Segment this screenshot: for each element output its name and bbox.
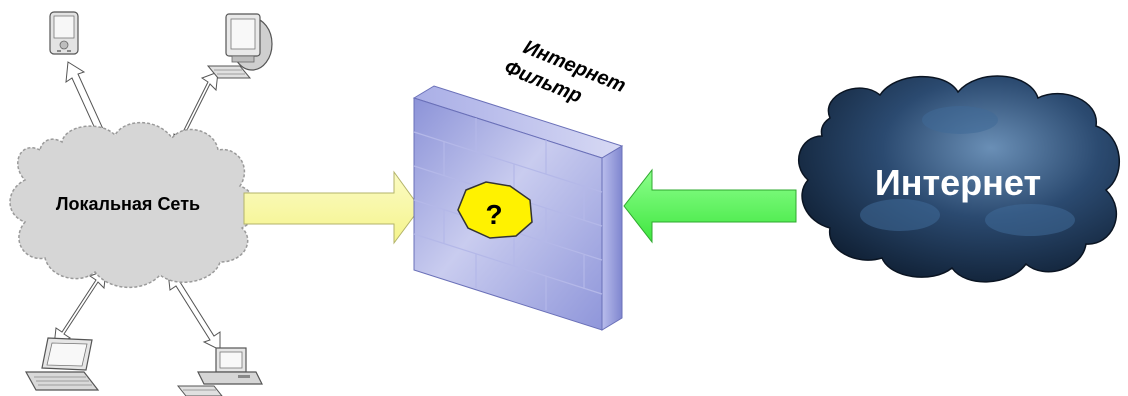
link-arrow-bottom-left [53, 269, 107, 347]
local-network-label: Локальная Сеть [56, 194, 200, 214]
link-arrow-bottom-right [167, 271, 221, 351]
internet-cloud: Интернет [797, 75, 1120, 283]
pda-icon [49, 11, 79, 55]
lan-to-filter-arrow [243, 170, 421, 245]
internet-to-filter-arrow [623, 168, 797, 244]
desktop-pc-icon [176, 347, 263, 396]
desktop-computer-icon [206, 13, 273, 79]
internet-label: Интернет [875, 162, 1041, 203]
laptop-icon [24, 337, 100, 391]
question-mark-label: ? [485, 199, 502, 230]
filter-title: Интернет Фильтр [501, 36, 629, 107]
local-network-cloud: Локальная Сеть [9, 121, 257, 289]
question-octagon-icon: ? [457, 181, 533, 239]
